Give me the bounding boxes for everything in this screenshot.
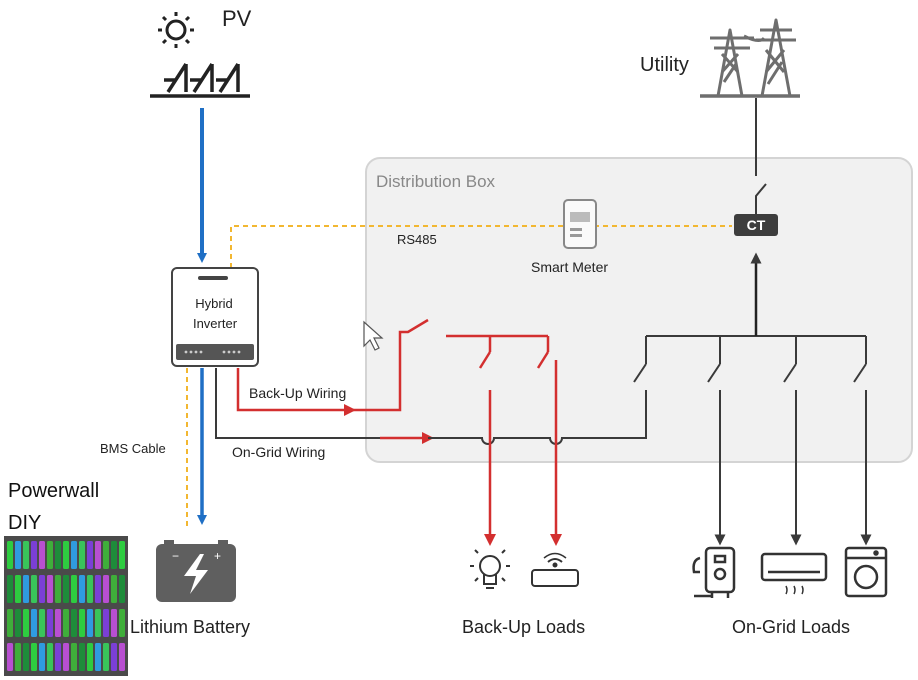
battery-icon: − + <box>156 540 236 602</box>
svg-text:−: − <box>172 549 179 563</box>
smart-meter-label: Smart Meter <box>531 259 609 275</box>
ct-label: CT <box>747 217 766 233</box>
wifi-router-icon <box>531 552 579 587</box>
distribution-box-label: Distribution Box <box>376 172 496 191</box>
utility-line <box>755 98 767 214</box>
bms-cable-label: BMS Cable <box>100 441 166 456</box>
air-conditioner-icon <box>760 552 828 595</box>
sun-icon <box>158 12 194 48</box>
transmission-tower-icon <box>700 18 800 98</box>
hybrid-inverter-icon <box>171 267 259 367</box>
backup-wiring-line <box>236 368 356 416</box>
water-heater-icon <box>692 546 736 598</box>
backup-wiring-label: Back-Up Wiring <box>249 385 347 401</box>
backup-wiring-line-2 <box>350 318 429 412</box>
svg-text:+: + <box>214 549 221 563</box>
pv-label: PV <box>222 6 252 31</box>
backup-loads-label: Back-Up Loads <box>462 617 586 637</box>
lithium-battery-label: Lithium Battery <box>130 617 251 637</box>
cursor-icon <box>363 320 384 351</box>
ongrid-wiring-line <box>215 368 380 439</box>
ongrid-loads-label: On-Grid Loads <box>732 617 851 637</box>
rs485-label: RS485 <box>397 232 437 247</box>
rs485-cable-line <box>230 225 732 268</box>
diy-label: DIY <box>8 512 42 534</box>
inverter-label-line1: Hybrid <box>195 296 233 311</box>
light-bulb-icon <box>470 549 510 589</box>
ongrid-bus <box>633 335 867 383</box>
ongrid-bus-line <box>428 390 647 445</box>
solar-panel-icon <box>150 63 250 98</box>
powerwall-label: Powerwall <box>8 480 100 502</box>
backup-bus <box>446 334 550 369</box>
ct-box: CT <box>734 214 778 236</box>
powerwall-photo <box>4 536 128 676</box>
inverter-label-line2: Inverter <box>192 316 238 331</box>
distribution-box <box>365 157 913 463</box>
washing-machine-icon <box>844 546 888 598</box>
utility-label: Utility <box>640 54 689 76</box>
ongrid-wiring-label: On-Grid Wiring <box>232 444 326 460</box>
smart-meter-icon <box>563 199 597 249</box>
